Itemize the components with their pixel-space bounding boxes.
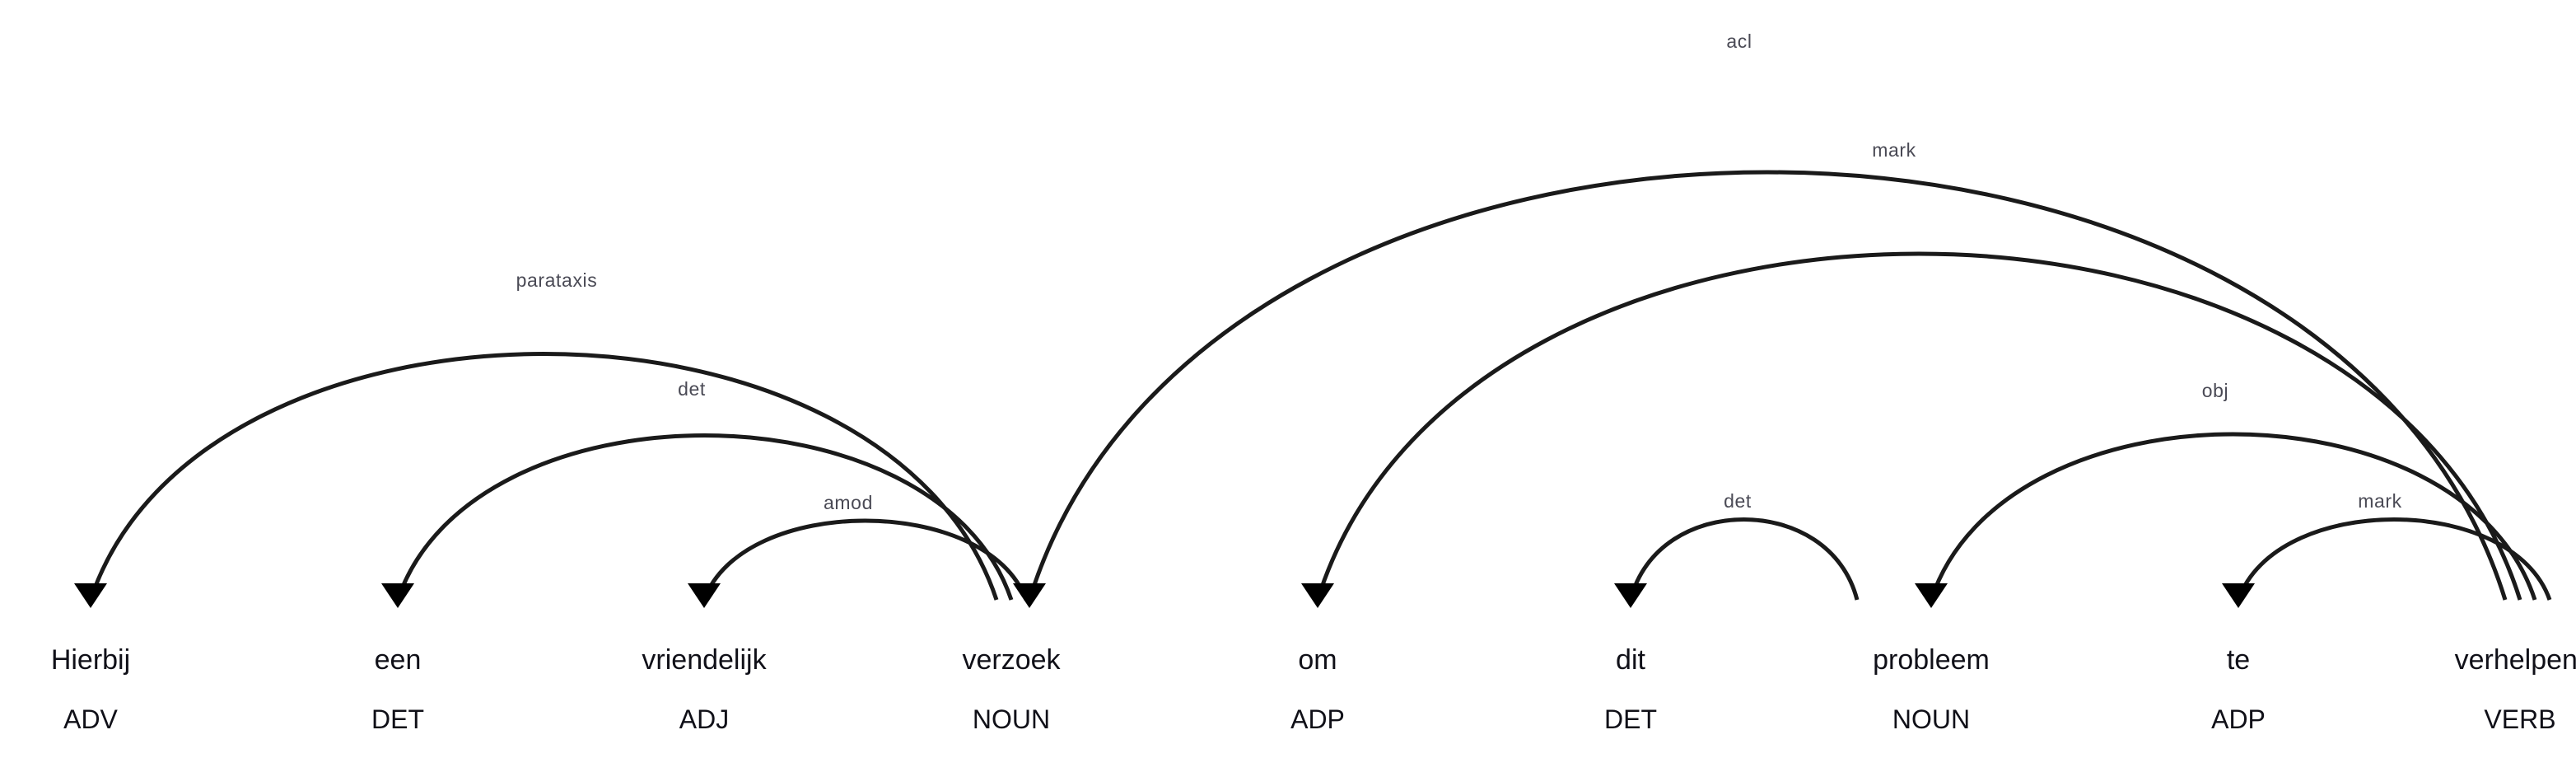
- arrowhead-icon: [688, 583, 721, 608]
- arc-label-parataxis: parataxis: [516, 269, 598, 291]
- dependency-arc-acl: [1027, 170, 2508, 601]
- token-pos-4: ADP: [1290, 704, 1345, 734]
- token-pos-7: ADP: [2211, 704, 2266, 734]
- token-word-2: vriendelijk: [642, 644, 767, 676]
- arc-label-backdrop: [1868, 139, 1920, 162]
- dependency-arc-parataxis: [88, 352, 999, 601]
- token-word-6: probleem: [1873, 644, 1990, 676]
- arrowheads-layer: [74, 583, 2255, 608]
- arc-label-mark: mark: [2358, 490, 2402, 512]
- arrowhead-icon: [1614, 583, 1647, 608]
- token-pos-5: DET: [1604, 704, 1657, 734]
- token-word-8: verhelpen.: [2455, 644, 2576, 676]
- arc-label-acl: acl: [1726, 30, 1752, 52]
- arc-label-backdrop: [670, 378, 713, 401]
- token-pos-3: NOUN: [973, 704, 1050, 734]
- token-word-5: dit: [1616, 644, 1645, 676]
- arcs-layer: [88, 170, 2552, 601]
- token-word-0: Hierbij: [51, 644, 130, 676]
- arc-label-obj: obj: [2202, 380, 2229, 401]
- arc-label-mark: mark: [1872, 139, 1916, 161]
- token-pos-1: DET: [371, 704, 424, 734]
- token-pos-2: ADJ: [679, 704, 729, 734]
- arrowhead-icon: [74, 583, 107, 608]
- token-word-1: een: [375, 644, 422, 676]
- arrowhead-icon: [1013, 583, 1046, 608]
- arc-label-backdrop: [1716, 490, 1759, 513]
- token-word-3: verzoek: [962, 644, 1061, 676]
- token-pos-0: ADV: [63, 704, 118, 734]
- arc-label-backdrop: [822, 492, 875, 515]
- dependency-arc-obj: [1929, 432, 2537, 601]
- arrowhead-icon: [2222, 583, 2255, 608]
- arc-label-backdrop: [2194, 380, 2237, 403]
- dependency-arc-mark: [1315, 251, 2522, 601]
- arc-label-backdrop: [506, 269, 608, 292]
- arc-labels-layer: parataxis det amod acl mark det obj mark: [506, 30, 2406, 515]
- dependency-arc-det: [395, 433, 1014, 601]
- token-pos-6: NOUN: [1892, 704, 1970, 734]
- arc-label-amod: amod: [824, 492, 873, 513]
- arc-label-det: det: [678, 378, 706, 400]
- dependency-arc-det: [1628, 517, 1860, 601]
- dependency-arc-amod: [702, 518, 1029, 601]
- arrowhead-icon: [1915, 583, 1948, 608]
- arc-label-det: det: [1724, 490, 1752, 512]
- arc-label-backdrop: [2354, 490, 2406, 513]
- token-word-4: om: [1298, 644, 1337, 676]
- dependency-arc-mark: [2236, 517, 2552, 601]
- arc-label-backdrop: [1718, 30, 1761, 54]
- arrowhead-icon: [1301, 583, 1334, 608]
- token-pos-8: VERB: [2484, 704, 2555, 734]
- token-word-7: te: [2227, 644, 2250, 676]
- arrowhead-icon: [381, 583, 414, 608]
